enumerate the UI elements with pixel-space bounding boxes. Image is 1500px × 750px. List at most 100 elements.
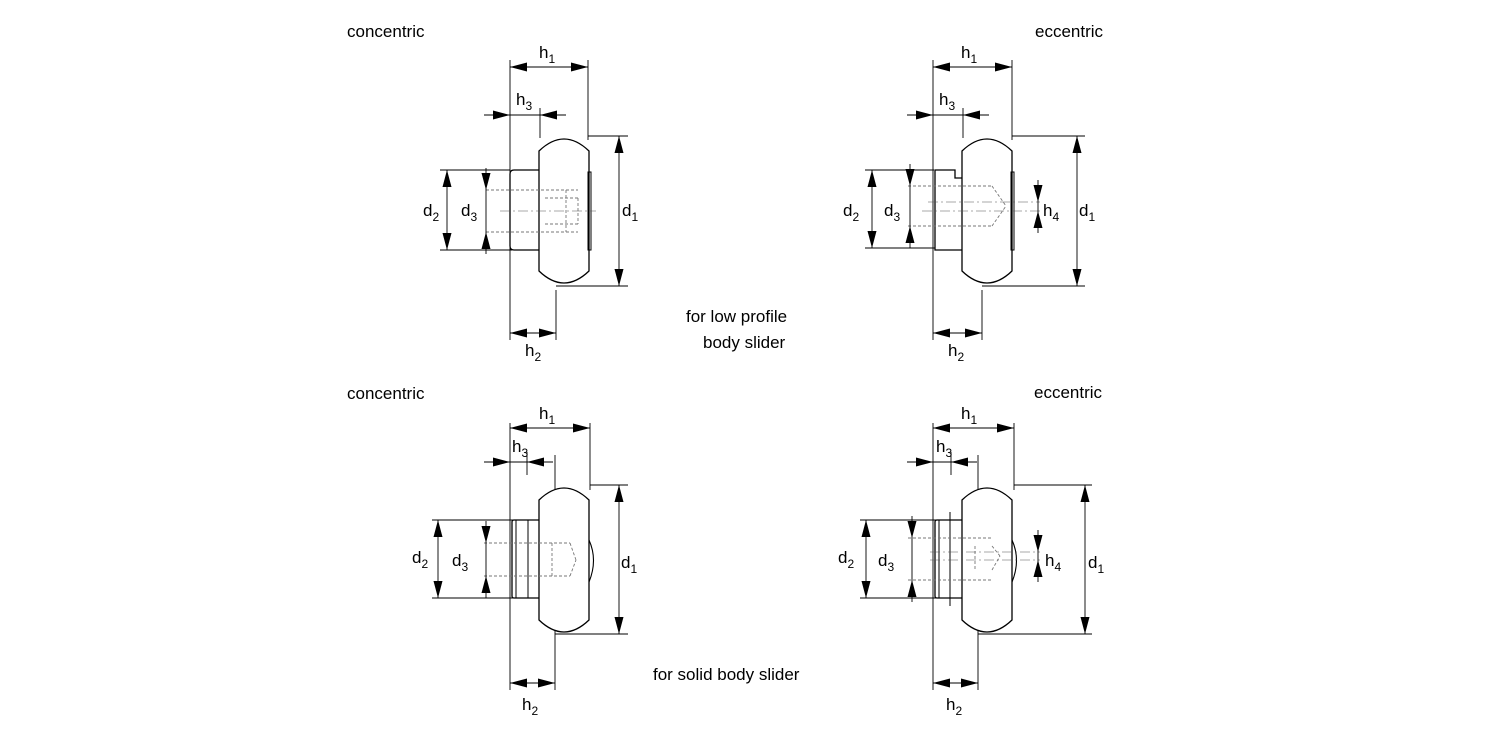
arrowhead bbox=[961, 678, 978, 688]
caption-bottom-right: eccentric bbox=[1034, 383, 1103, 402]
dimension-label-base: h bbox=[936, 437, 945, 456]
arrowhead bbox=[481, 576, 491, 593]
arrowhead bbox=[1072, 269, 1082, 286]
dimension-label-subscript: 1 bbox=[548, 52, 555, 66]
arrowhead bbox=[614, 269, 624, 286]
arrowhead bbox=[995, 62, 1012, 72]
arrowhead bbox=[1072, 136, 1082, 153]
dimension-label-h2: h2 bbox=[948, 341, 964, 364]
dimension-label-base: h bbox=[939, 90, 948, 109]
dimension-label-base: d bbox=[838, 548, 847, 567]
dimension-label-h4: h4 bbox=[1043, 201, 1059, 224]
dimension-label-subscript: 1 bbox=[970, 52, 977, 66]
dimension-label-subscript: 1 bbox=[630, 562, 637, 576]
arrowhead bbox=[510, 423, 527, 433]
dimension-label-subscript: 2 bbox=[421, 557, 428, 571]
dimension-label-d3: d3 bbox=[884, 201, 900, 224]
dimension-label-base: h bbox=[946, 695, 955, 714]
dimension-label-subscript: 1 bbox=[631, 210, 638, 224]
arrowhead bbox=[907, 521, 917, 538]
roller-wheel bbox=[961, 138, 1013, 284]
dimension-label-h3: h3 bbox=[512, 437, 528, 460]
dimension-label-h2: h2 bbox=[522, 695, 538, 718]
caption-top-left: concentric bbox=[347, 22, 425, 41]
dimension-label-subscript: 2 bbox=[531, 704, 538, 718]
arrowhead bbox=[433, 520, 443, 537]
dimension-label-h4: h4 bbox=[1045, 551, 1061, 574]
dimension-label-base: d bbox=[622, 201, 631, 220]
caption-bottom-left: concentric bbox=[347, 384, 425, 403]
hidden-line bbox=[991, 545, 1001, 557]
arrowhead bbox=[1080, 617, 1090, 634]
arrowhead bbox=[614, 617, 624, 634]
hidden-line bbox=[991, 555, 1001, 571]
caption-top-right: eccentric bbox=[1035, 22, 1104, 41]
caption-low-profile-line2: body slider bbox=[703, 333, 786, 352]
arrowhead bbox=[481, 526, 491, 543]
arrowhead bbox=[997, 423, 1014, 433]
arrowhead bbox=[965, 328, 982, 338]
dimension-label-h1: h1 bbox=[961, 43, 977, 66]
roller-wheel bbox=[538, 487, 590, 633]
hidden-line bbox=[991, 185, 1007, 207]
dimension-label-d2: d2 bbox=[423, 201, 439, 224]
dimension-label-base: d bbox=[1088, 553, 1097, 572]
arrowhead bbox=[933, 328, 950, 338]
dimension-label-subscript: 3 bbox=[461, 560, 468, 574]
dimension-label-base: d bbox=[843, 201, 852, 220]
shaft-body bbox=[934, 169, 963, 251]
shaft-body bbox=[934, 519, 963, 599]
dimension-label-base: h bbox=[948, 341, 957, 360]
arrowhead bbox=[861, 581, 871, 598]
dimension-label-base: d bbox=[412, 548, 421, 567]
dimension-label-base: h bbox=[539, 404, 548, 423]
dimension-label-base: h bbox=[512, 437, 521, 456]
dimension-label-base: h bbox=[522, 695, 531, 714]
arrowhead bbox=[867, 170, 877, 187]
dimension-label-subscript: 2 bbox=[957, 350, 964, 364]
arrowhead bbox=[1033, 560, 1043, 577]
arrowhead bbox=[510, 62, 527, 72]
arrowhead bbox=[481, 232, 491, 249]
dimension-label-base: h bbox=[1043, 201, 1052, 220]
caption-low-profile-line1: for low profile bbox=[686, 307, 788, 326]
hidden-line bbox=[569, 559, 577, 577]
dimension-label-subscript: 1 bbox=[548, 413, 555, 427]
arrowhead bbox=[510, 328, 527, 338]
arrowhead bbox=[907, 580, 917, 597]
arrowhead bbox=[442, 170, 452, 187]
caption-solid-body: for solid body slider bbox=[653, 665, 800, 684]
arrowhead bbox=[510, 678, 527, 688]
arrowhead bbox=[963, 110, 980, 120]
arrowhead bbox=[933, 423, 950, 433]
dimension-label-base: h bbox=[539, 43, 548, 62]
arrowhead bbox=[905, 169, 915, 186]
dimension-label-h2: h2 bbox=[946, 695, 962, 718]
dimension-label-subscript: 3 bbox=[887, 560, 894, 574]
arrowhead bbox=[933, 678, 950, 688]
dimension-label-subscript: 1 bbox=[1088, 210, 1095, 224]
hidden-line bbox=[991, 205, 1007, 227]
dimension-label-base: h bbox=[525, 341, 534, 360]
dimension-label-base: d bbox=[423, 201, 432, 220]
dimension-label-base: d bbox=[452, 551, 461, 570]
dimension-label-base: h bbox=[1045, 551, 1054, 570]
arrowhead bbox=[614, 485, 624, 502]
hidden-line bbox=[569, 542, 577, 561]
dimension-label-d1: d1 bbox=[622, 201, 638, 224]
arrowhead bbox=[861, 520, 871, 537]
arrowhead bbox=[433, 581, 443, 598]
dimension-label-subscript: 3 bbox=[948, 99, 955, 113]
dimension-label-d2: d2 bbox=[838, 548, 854, 571]
dimension-label-h3: h3 bbox=[516, 90, 532, 113]
dimension-label-subscript: 3 bbox=[470, 210, 477, 224]
dimension-label-base: d bbox=[461, 201, 470, 220]
dimension-label-subscript: 2 bbox=[534, 350, 541, 364]
dimension-label-d2: d2 bbox=[412, 548, 428, 571]
wheel-cap bbox=[1011, 539, 1018, 583]
arrowhead bbox=[442, 233, 452, 250]
arrowhead bbox=[933, 62, 950, 72]
